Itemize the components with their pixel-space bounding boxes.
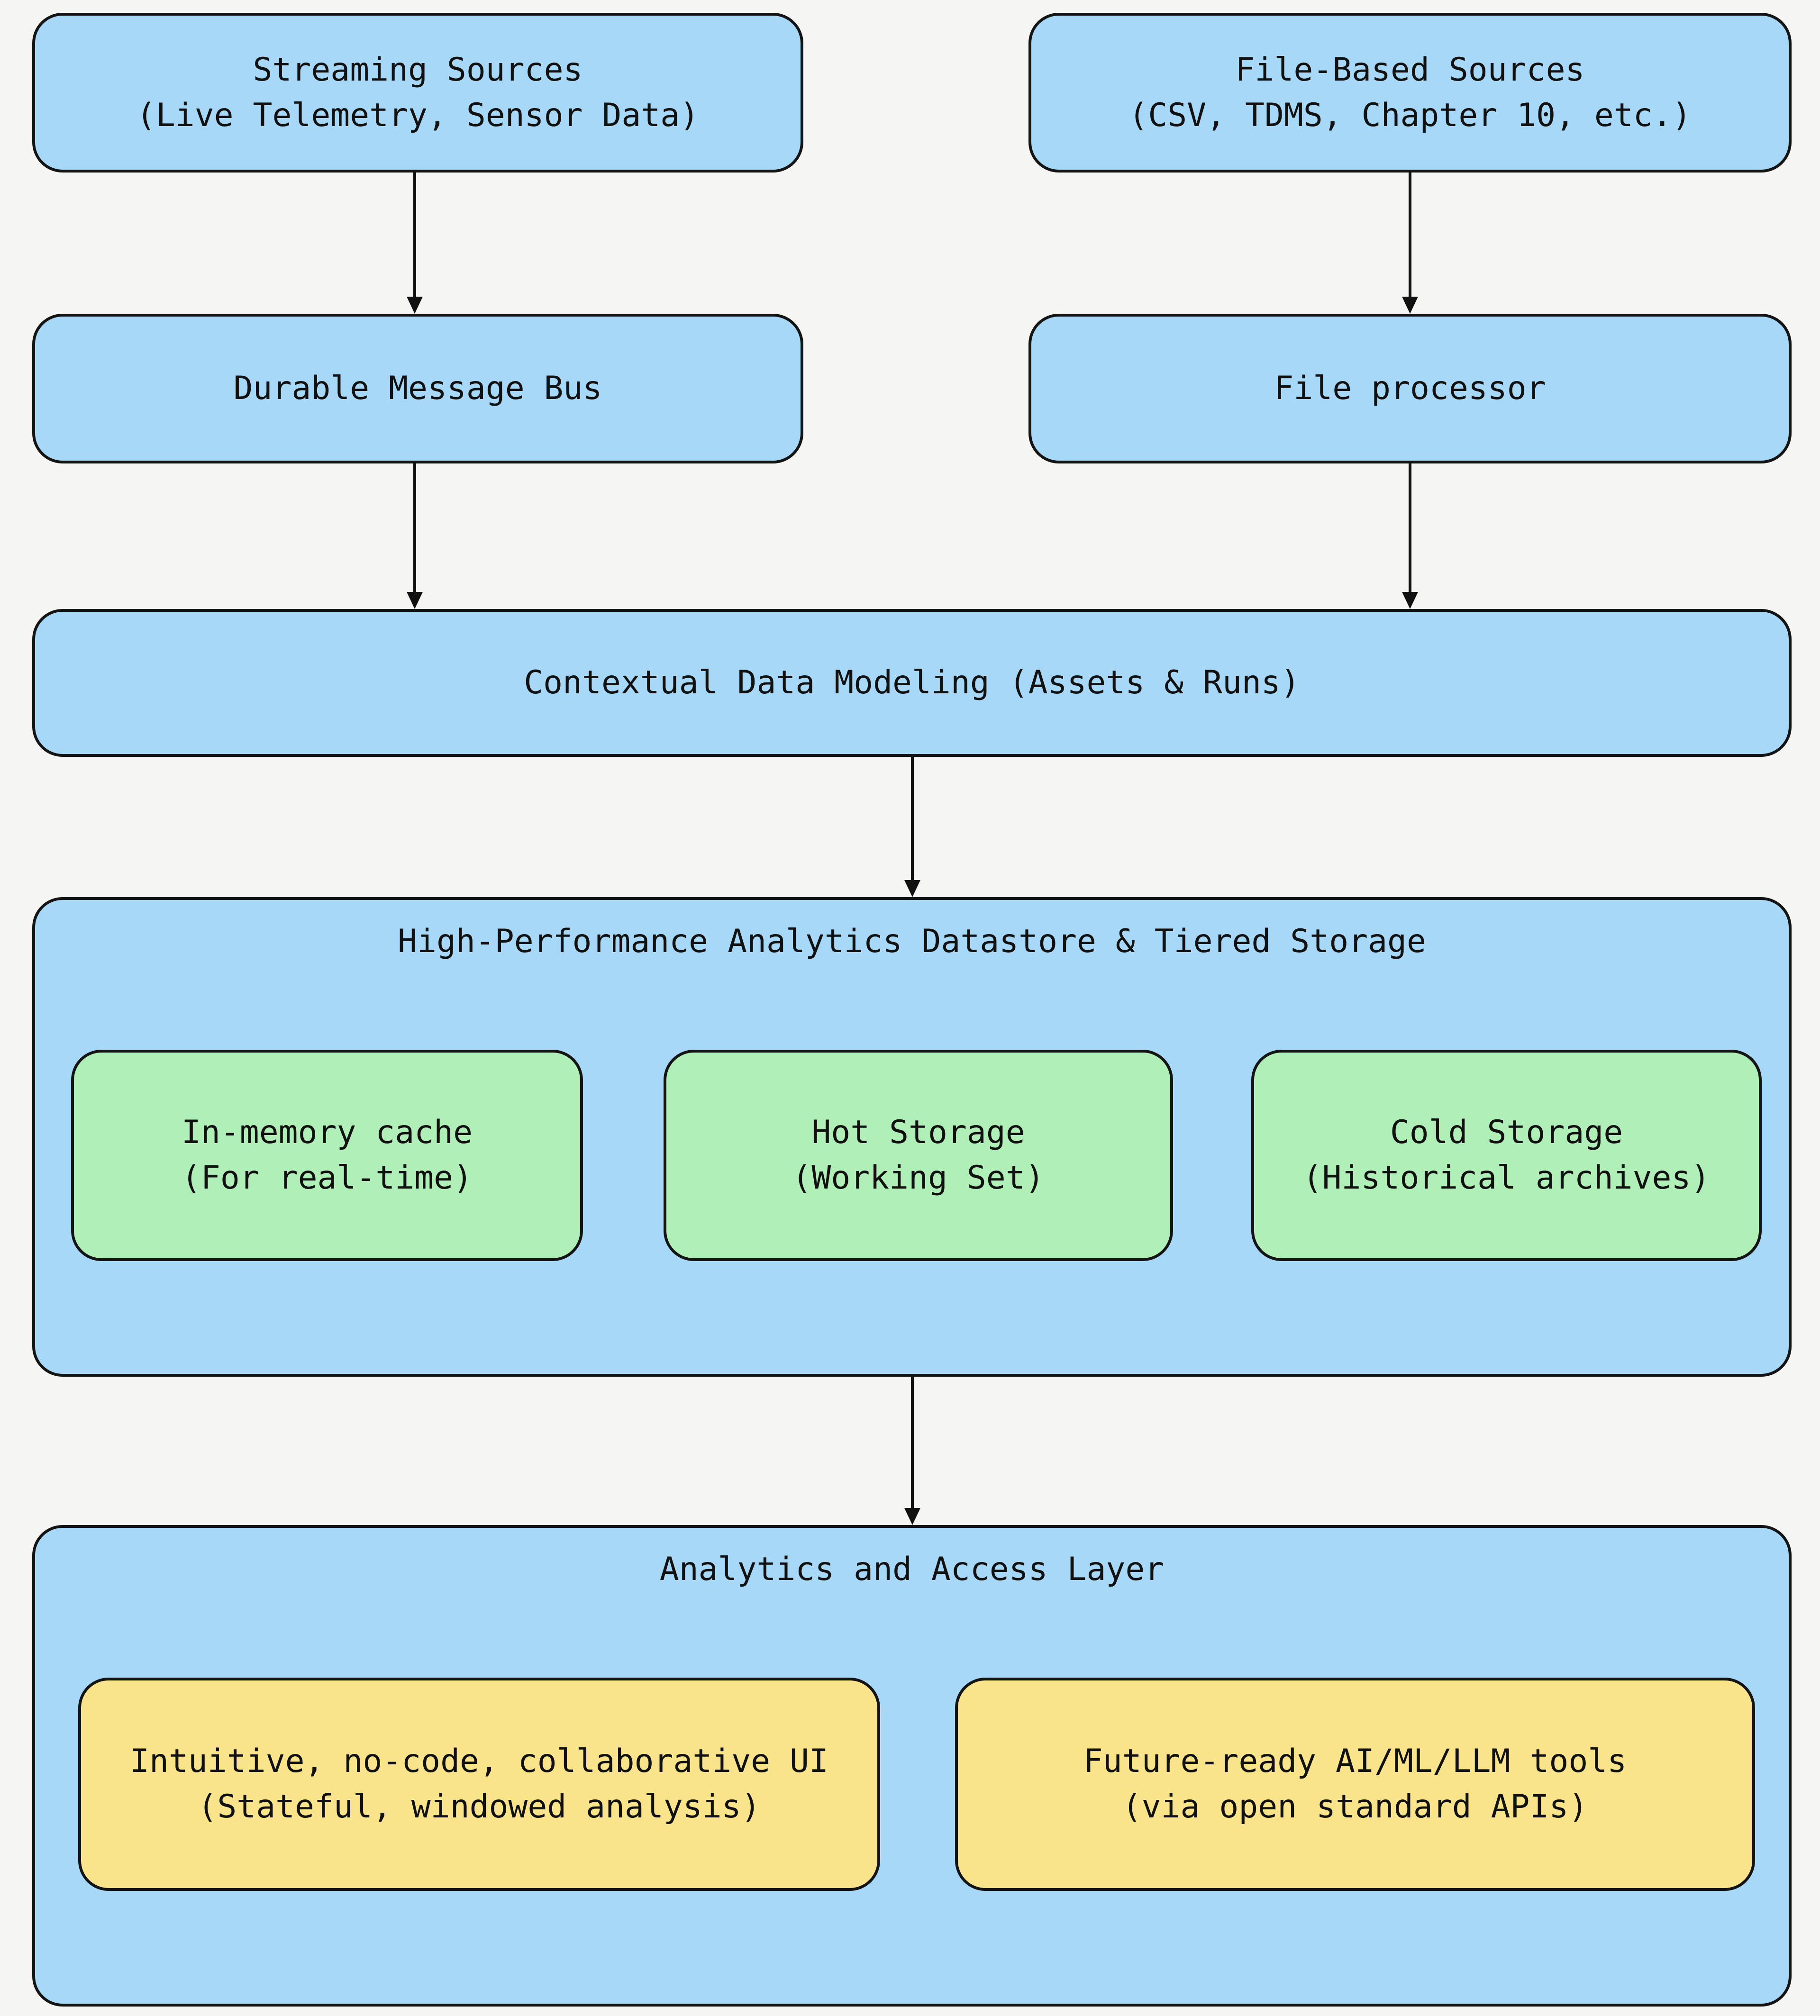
node-streaming-sources: Streaming Sources (Live Telemetry, Senso…	[32, 13, 803, 173]
node-hot-storage: Hot Storage (Working Set)	[664, 1050, 1173, 1261]
node-subtitle: (Historical archives)	[1302, 1159, 1711, 1197]
container-title: High-Performance Analytics Datastore & T…	[398, 923, 1426, 960]
node-ai-ml-llm-tools: Future-ready AI/ML/LLM tools (via open s…	[955, 1678, 1755, 1891]
node-title: Durable Message Bus	[233, 370, 602, 407]
arrow-contextual-to-datastore	[904, 757, 920, 897]
arrow-datastore-to-analytics	[904, 1377, 920, 1525]
node-in-memory-cache: In-memory cache (For real-time)	[71, 1050, 583, 1261]
node-subtitle: (Live Telemetry, Sensor Data)	[136, 96, 700, 134]
node-file-processor: File processor	[1028, 314, 1792, 463]
node-title: Future-ready AI/ML/LLM tools	[1083, 1743, 1627, 1780]
arrow-fileprocessor-to-contextual	[1402, 463, 1418, 609]
node-title: File processor	[1274, 370, 1546, 407]
node-file-based-sources: File-Based Sources (CSV, TDMS, Chapter 1…	[1028, 13, 1792, 173]
arrow-streaming-to-bus	[407, 173, 423, 314]
arrow-bus-to-contextual	[407, 463, 423, 609]
node-subtitle: (Stateful, windowed analysis)	[198, 1788, 761, 1825]
node-subtitle: (via open standard APIs)	[1122, 1788, 1588, 1825]
node-contextual-data-modeling: Contextual Data Modeling (Assets & Runs)	[32, 609, 1792, 757]
node-title: Hot Storage	[811, 1114, 1025, 1151]
arrow-filesources-to-fileprocessor	[1402, 173, 1418, 314]
node-durable-message-bus: Durable Message Bus	[32, 314, 803, 463]
node-title: Streaming Sources	[253, 51, 583, 89]
node-title: Intuitive, no-code, collaborative UI	[130, 1743, 828, 1780]
node-cold-storage: Cold Storage (Historical archives)	[1251, 1050, 1762, 1261]
node-no-code-ui: Intuitive, no-code, collaborative UI (St…	[78, 1678, 880, 1891]
node-subtitle: (Working Set)	[792, 1159, 1045, 1197]
node-title: Contextual Data Modeling (Assets & Runs)	[524, 664, 1300, 701]
node-title: Cold Storage	[1390, 1114, 1623, 1151]
node-subtitle: (For real-time)	[181, 1159, 473, 1197]
node-title: File-Based Sources	[1235, 51, 1585, 89]
node-subtitle: (CSV, TDMS, Chapter 10, etc.)	[1128, 96, 1692, 134]
node-title: In-memory cache	[181, 1114, 473, 1151]
container-title: Analytics and Access Layer	[659, 1551, 1165, 1588]
